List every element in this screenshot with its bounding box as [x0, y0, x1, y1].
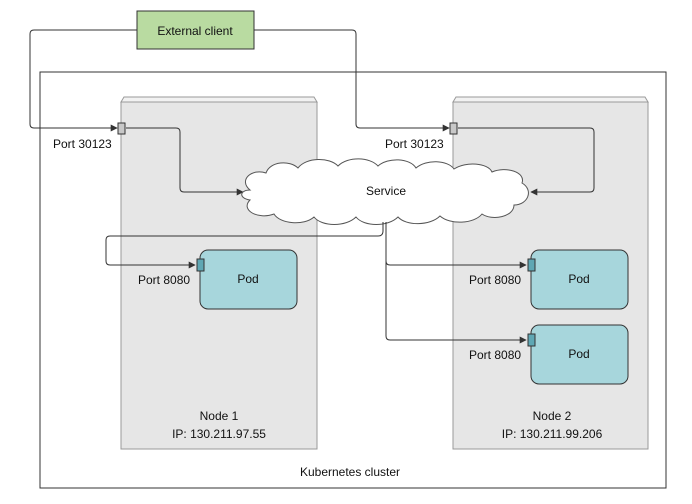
node1-pod-port-label: Port 8080 [138, 273, 190, 287]
node2-pod-2-port-label: Port 8080 [469, 348, 521, 362]
service-to-node1-pod-connector [105, 222, 384, 269]
node2-node-port-label: Port 30123 [385, 137, 444, 151]
node2-pod-1-port-label: Port 8080 [469, 273, 521, 287]
node-1-ip: IP: 130.211.97.55 [172, 427, 266, 441]
node-2-name: Node 2 [533, 409, 572, 423]
node2-pod-1-label: Pod [568, 272, 589, 286]
service-cloud: Service [241, 158, 529, 225]
client-to-node2-connector [254, 29, 450, 132]
node1-node-port-label: Port 30123 [53, 137, 112, 151]
cluster-label: Kubernetes cluster [300, 465, 400, 479]
client-to-node1-connector [29, 29, 137, 132]
node1-pod: Pod [199, 249, 298, 310]
node2-pod-2: Pod [530, 324, 629, 385]
node1-port-to-service-connector [126, 127, 244, 196]
service-to-node2-pod2-connector [385, 258, 527, 344]
external-client-box: External client [136, 10, 255, 50]
external-client-label: External client [157, 24, 233, 38]
node2-pod-2-label: Pod [568, 347, 589, 361]
node-2-ip: IP: 130.211.99.206 [502, 427, 603, 441]
node2-port-to-service-connector [458, 127, 595, 196]
node2-node-port [449, 122, 458, 135]
node1-pod-label: Pod [237, 272, 258, 286]
node2-pod-1-port [527, 258, 536, 272]
node2-pod-2-port [527, 333, 536, 347]
node2-pod-1: Pod [530, 249, 629, 310]
service-label: Service [366, 184, 406, 198]
node1-node-port [117, 122, 126, 135]
node-1-name: Node 1 [200, 409, 239, 423]
node1-pod-port [196, 258, 205, 272]
